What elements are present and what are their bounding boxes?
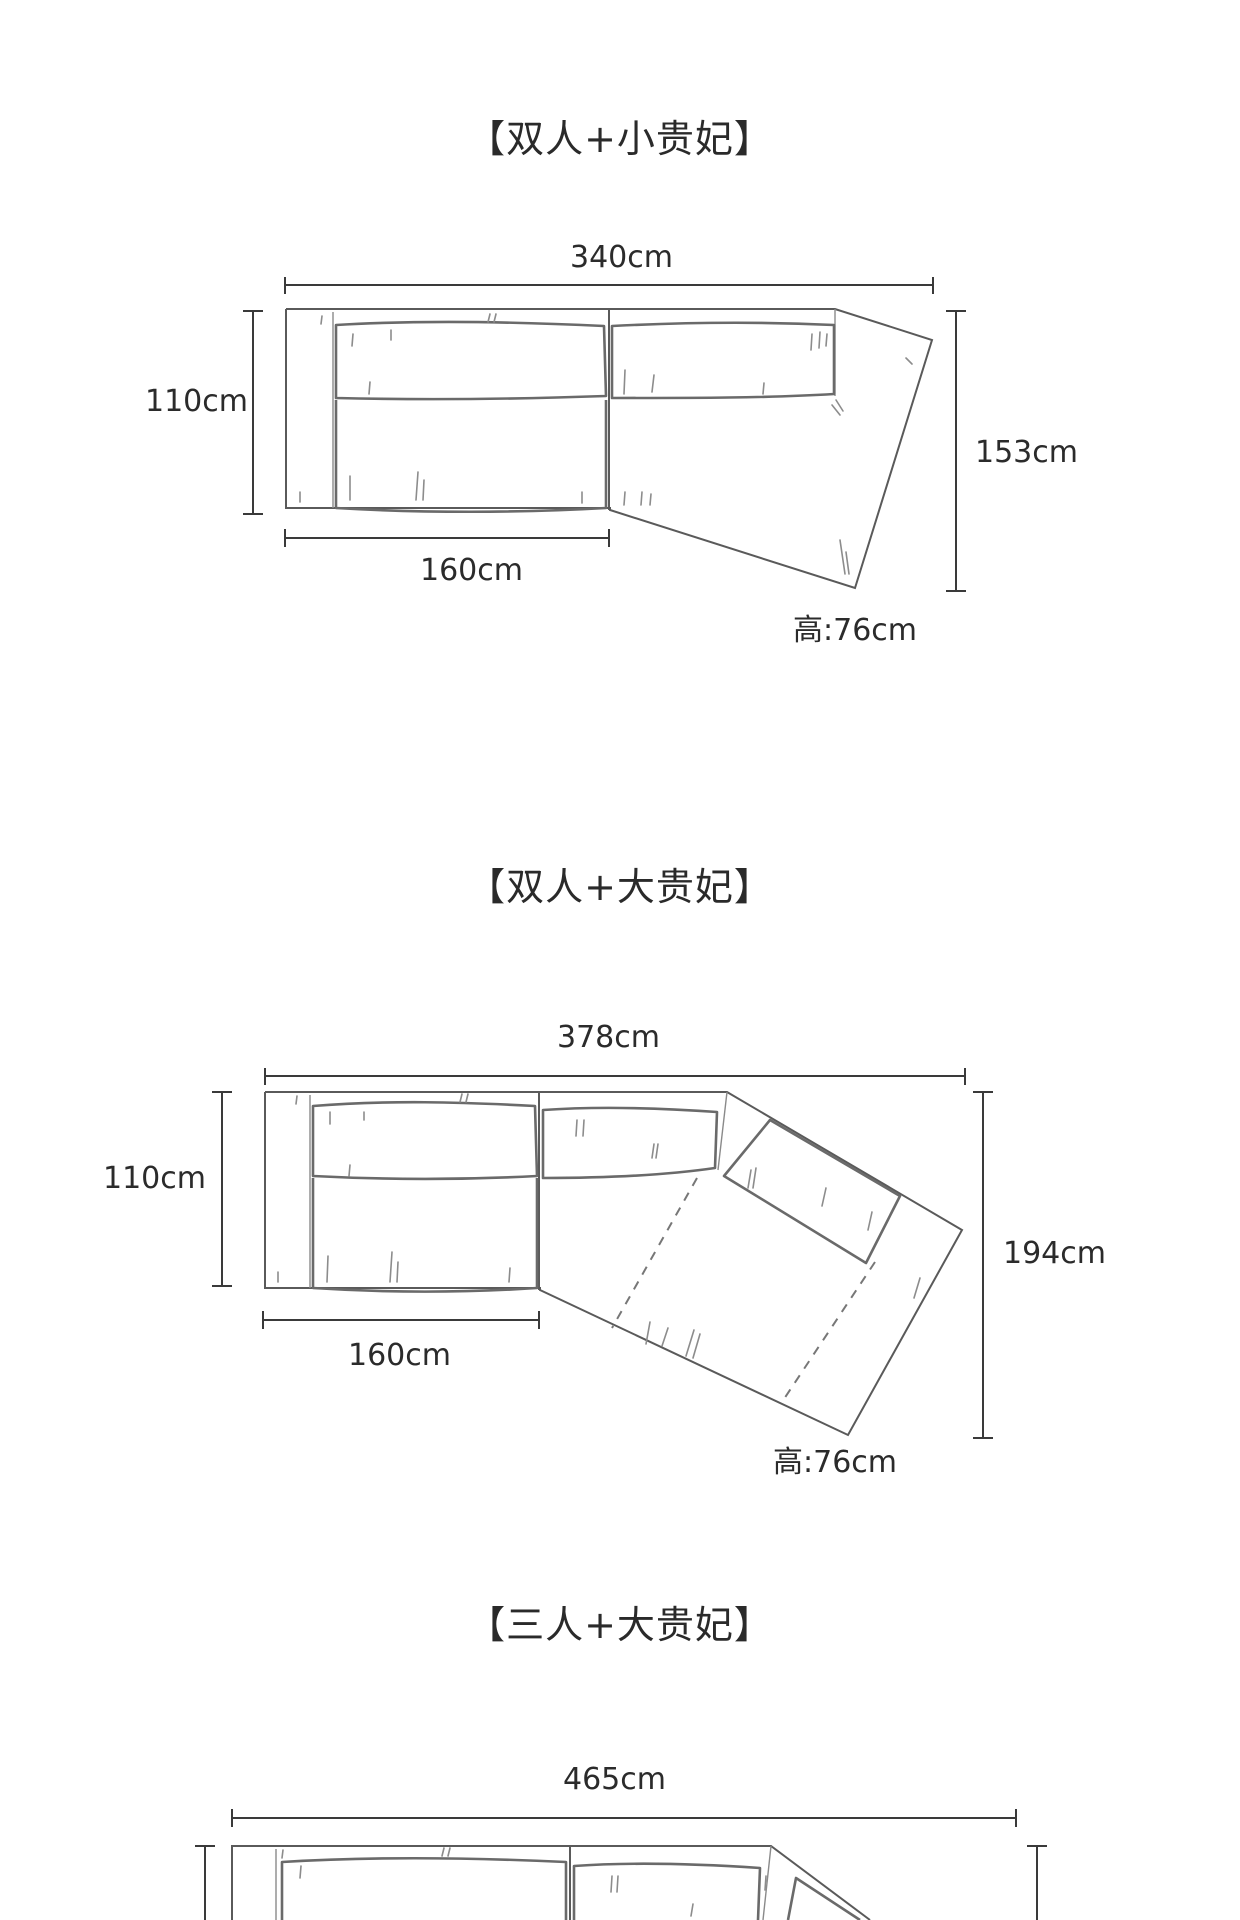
- sofa-cushions: [334, 320, 836, 514]
- diagram-title: 【双人+小贵妃】: [467, 117, 773, 161]
- chaise-depth-dimension-line-partial: [1027, 1845, 1047, 1920]
- chaise-depth-dimension-line: [973, 1091, 993, 1439]
- overall-width-label: 378cm: [557, 1020, 660, 1055]
- diagram-two-seat-small-chaise: 【双人+小贵妃】: [0, 0, 1240, 700]
- sketch-hatch-marks: [277, 1093, 921, 1359]
- depth-dimension-line: [243, 310, 263, 515]
- sofa-cushions-partial: [280, 1856, 861, 1920]
- overall-width-dimension-line: [231, 1809, 1017, 1827]
- diagram-two-seat-large-chaise: 【双人+大贵妃】: [103, 865, 1106, 1480]
- overall-width-dimension-line: [284, 277, 934, 294]
- diagram-title: 【三人+大贵妃】: [467, 1603, 773, 1647]
- chaise-depth-dimension-line: [946, 310, 966, 592]
- seat-width-dimension-line: [262, 1311, 540, 1329]
- chaise-dashed-division-lines: [611, 1177, 876, 1403]
- height-label: 高:76cm: [773, 1445, 897, 1480]
- height-label: 高:76cm: [793, 613, 917, 648]
- sofa-plan-drawing: [212, 1068, 993, 1439]
- depth-label: 110cm: [145, 384, 248, 419]
- overall-width-label: 340cm: [570, 240, 673, 275]
- depth-label: 110cm: [103, 1161, 206, 1196]
- chaise-depth-label: 153cm: [975, 435, 1078, 470]
- diagram-title: 【双人+大贵妃】: [467, 865, 773, 909]
- depth-dimension-line-partial: [195, 1845, 215, 1920]
- sketch-hatch-marks: [299, 313, 913, 575]
- sofa-plan-drawing: [243, 277, 966, 592]
- chaise-depth-label: 194cm: [1003, 1236, 1106, 1271]
- seat-width-label: 160cm: [348, 1338, 451, 1373]
- sofa-outline-partial: [231, 1845, 871, 1920]
- seat-width-dimension-line: [284, 529, 610, 547]
- overall-width-label: 465cm: [563, 1762, 666, 1797]
- sketch-hatch-marks: [281, 1847, 767, 1917]
- depth-dimension-line: [212, 1091, 232, 1287]
- seat-width-label: 160cm: [420, 553, 523, 588]
- overall-width-dimension-line: [264, 1068, 966, 1085]
- sofa-cushions: [311, 1100, 902, 1294]
- sofa-outline: [264, 1091, 964, 1437]
